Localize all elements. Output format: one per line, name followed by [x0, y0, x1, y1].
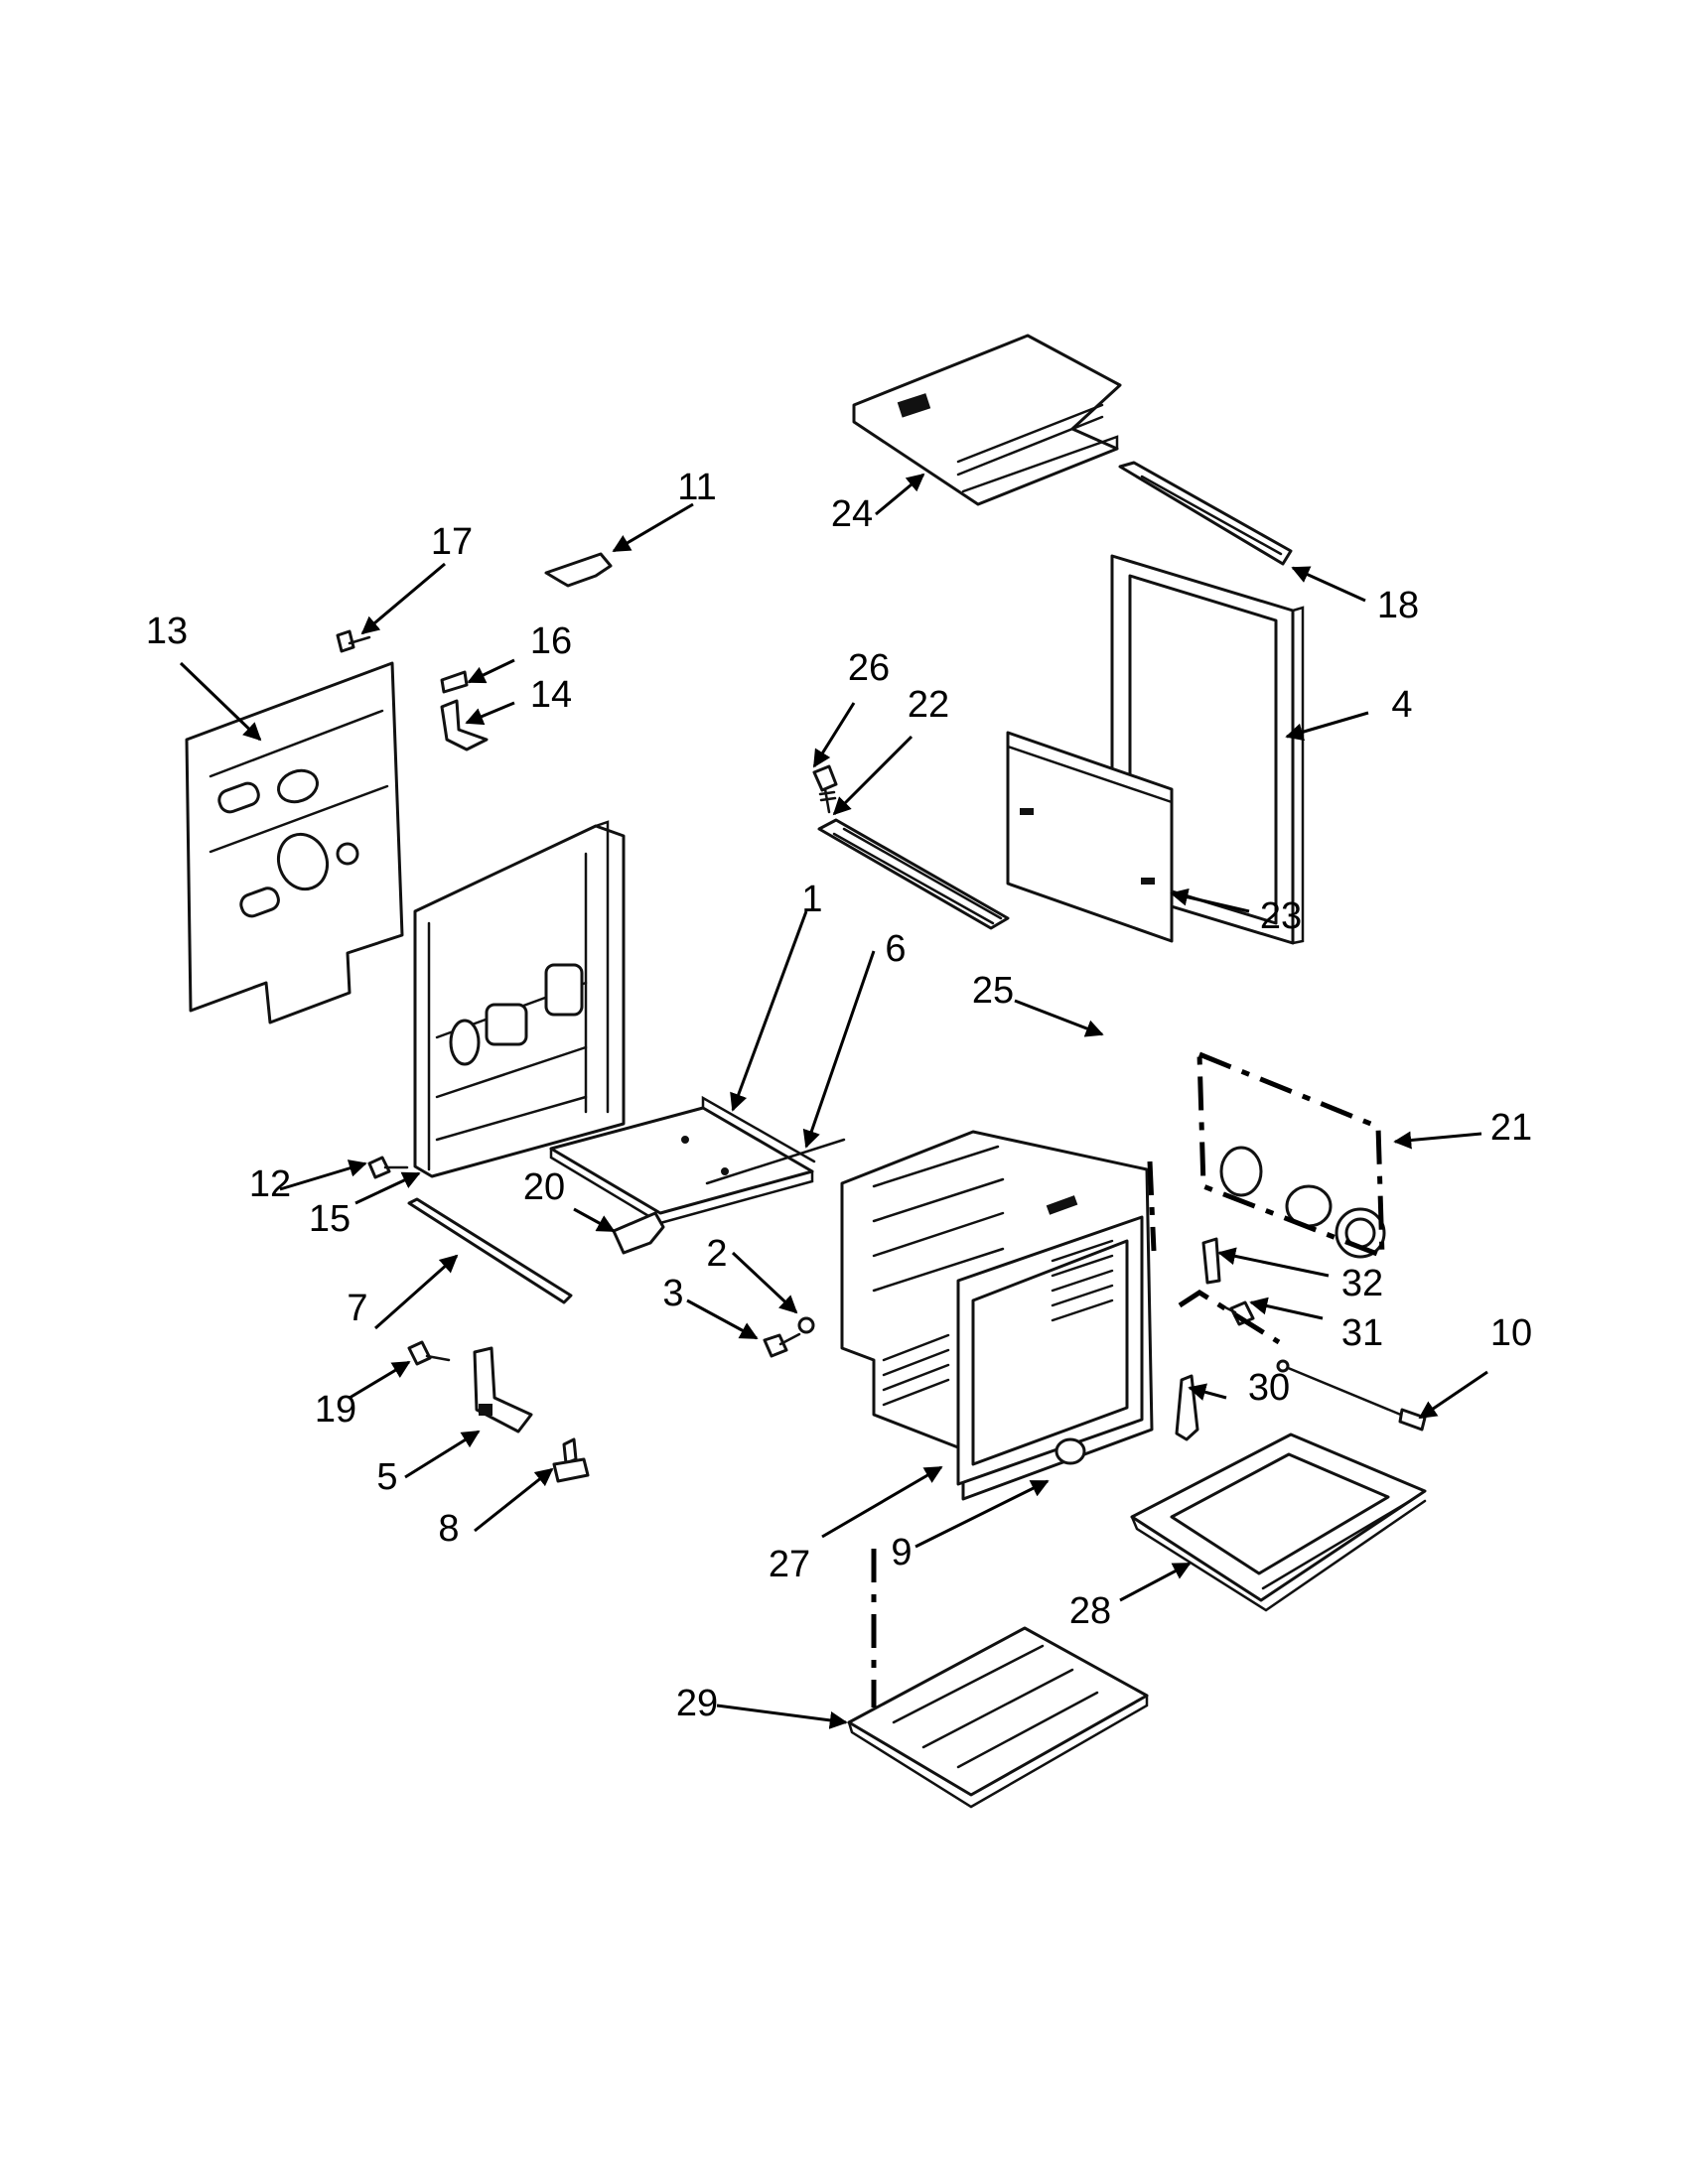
leader-arrows: [179, 473, 1488, 1729]
callout-18: 18: [1377, 585, 1419, 626]
callout-31: 31: [1341, 1312, 1383, 1354]
callout-8: 8: [438, 1508, 459, 1550]
part-28-glass-tray: [1130, 1433, 1427, 1612]
callout-2: 2: [706, 1233, 727, 1275]
callout-21: 21: [1490, 1107, 1532, 1149]
callout-32: 32: [1341, 1263, 1383, 1304]
part-9-bumper: [1055, 1437, 1086, 1465]
callout-25: 25: [972, 970, 1014, 1012]
callout-5: 5: [376, 1456, 397, 1498]
callout-17: 17: [431, 521, 473, 563]
part-1-tray: [549, 1095, 816, 1225]
part-2-washer: [797, 1316, 815, 1334]
part-26-screw: [812, 764, 838, 814]
callout-11: 11: [677, 467, 716, 508]
part-13-rear-panel: [185, 661, 404, 1024]
part-7-bottom-rail: [407, 1197, 573, 1304]
callout-27: 27: [769, 1544, 810, 1585]
part-12-screw: [367, 1156, 409, 1179]
part-5-leveling-bracket: [473, 1346, 533, 1433]
part-3-screw: [763, 1332, 801, 1358]
part-10-sensor: [1276, 1359, 1427, 1432]
callout-24: 24: [831, 493, 873, 535]
callout-10: 10: [1490, 1312, 1532, 1354]
part-21-light-assembly: [1219, 1146, 1386, 1259]
part-29-bottom-panel: [847, 1626, 1149, 1809]
callout-1: 1: [801, 879, 822, 920]
callout-29: 29: [676, 1683, 718, 1724]
callout-4: 4: [1391, 684, 1412, 726]
callout-12: 12: [249, 1163, 291, 1205]
assembly-dashed-lines: [871, 1050, 1385, 1707]
part-25-oven-cavity: [840, 1130, 1154, 1501]
callout-3: 3: [662, 1273, 683, 1314]
part-17-screw: [336, 629, 371, 653]
callout-15: 15: [309, 1198, 351, 1240]
part-23-access-panel: [1006, 731, 1174, 943]
part-24-top-cover-panel: [852, 334, 1122, 506]
part-16-clip: [440, 670, 469, 694]
part-15-side-frame: [413, 820, 626, 1178]
callout-20: 20: [523, 1166, 565, 1208]
callout-14: 14: [530, 674, 572, 716]
callout-28: 28: [1069, 1590, 1111, 1632]
part-6-rod: [705, 1138, 846, 1185]
callout-9: 9: [891, 1532, 912, 1573]
callout-labels: 1 2 3 4 5 6 7 8 9 10 11 12 13 14 15 16 1…: [146, 467, 1532, 1724]
callout-16: 16: [530, 620, 572, 662]
callout-7: 7: [347, 1288, 367, 1329]
part-18-top-trim-rail: [1118, 461, 1293, 566]
part-22-mounting-bracket: [817, 818, 1010, 930]
callout-19: 19: [315, 1389, 356, 1431]
callout-13: 13: [146, 611, 188, 652]
callout-22: 22: [908, 684, 949, 726]
callout-6: 6: [885, 928, 906, 970]
callout-23: 23: [1260, 895, 1302, 937]
part-19-screw: [407, 1340, 451, 1366]
part-8-leveling-leg: [552, 1437, 590, 1483]
part-11-small-bracket: [544, 552, 613, 588]
part-30-probe-bracket: [1175, 1374, 1199, 1441]
part-32-bracket: [1201, 1237, 1221, 1285]
callout-30: 30: [1248, 1367, 1290, 1409]
callout-26: 26: [848, 647, 890, 689]
part-20-clip: [612, 1211, 665, 1255]
part-14-bracket: [440, 699, 489, 751]
